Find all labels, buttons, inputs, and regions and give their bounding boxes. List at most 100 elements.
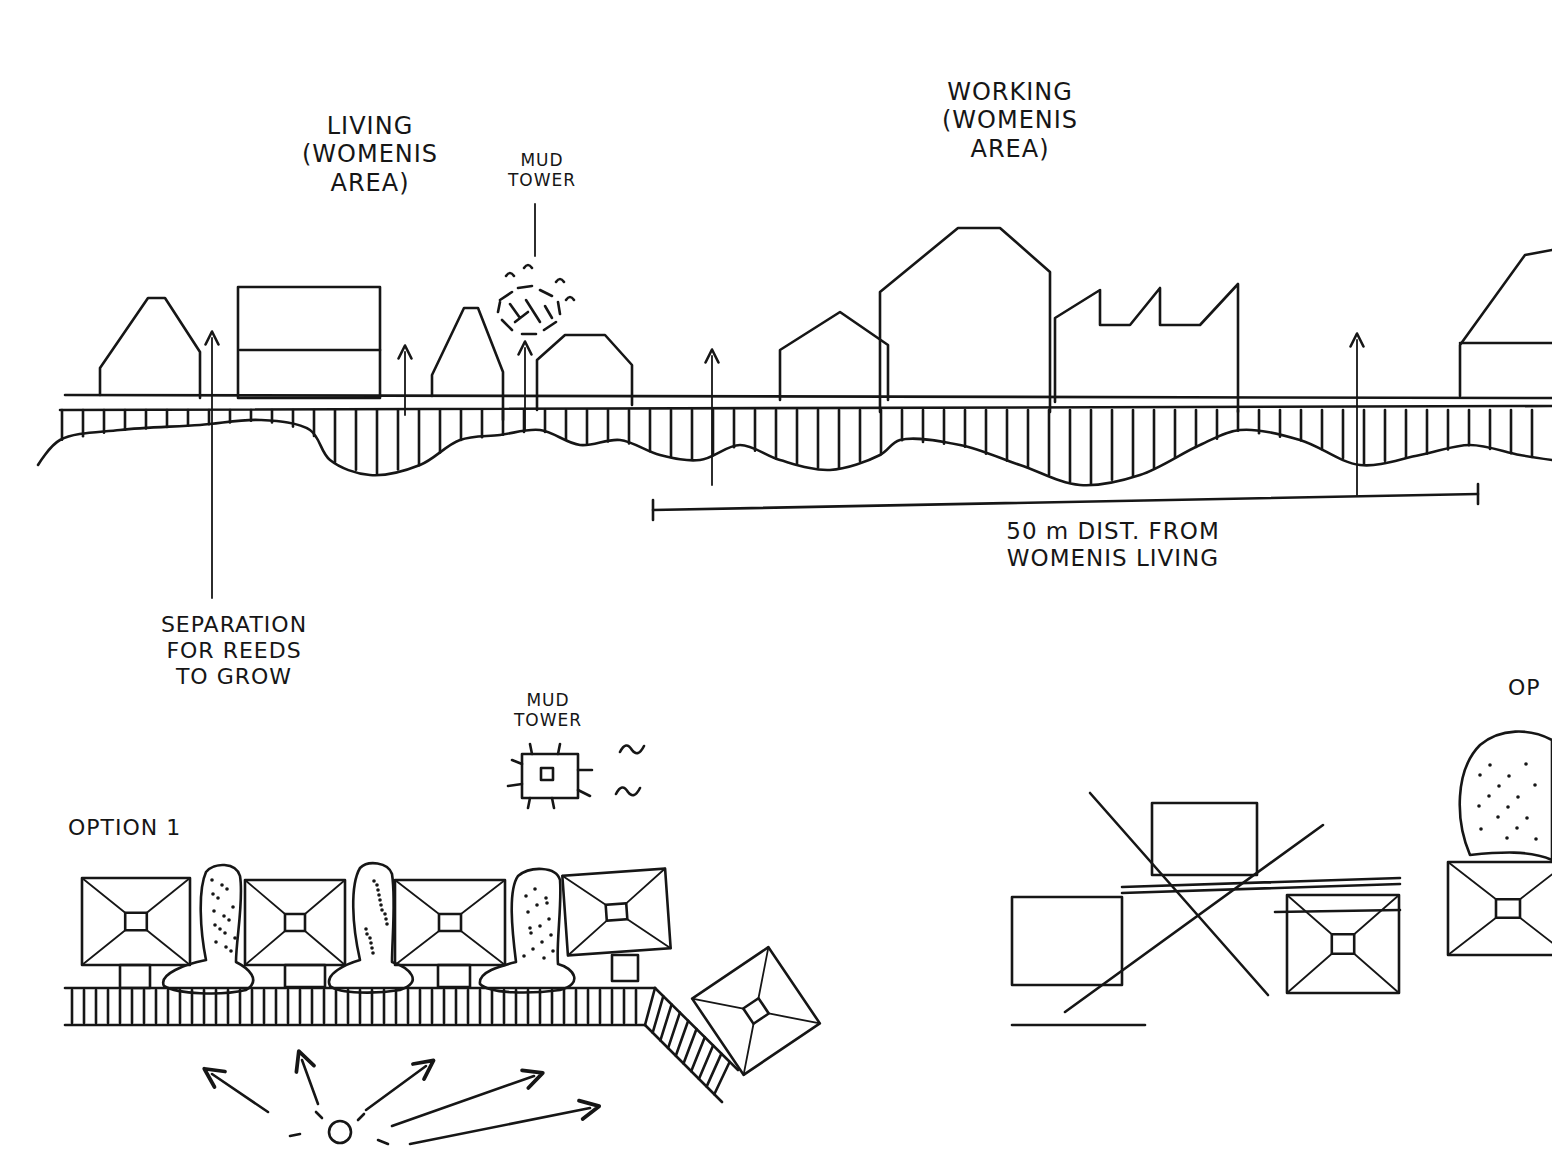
- soil-hatch: [901, 410, 904, 440]
- plan-block: [1152, 803, 1257, 875]
- path-hatch: [275, 990, 278, 1023]
- soil-hatch: [1468, 410, 1471, 445]
- pyramid-roof: [692, 947, 820, 1075]
- stair-hatch: [684, 1029, 697, 1064]
- path-hatch: [167, 990, 170, 1023]
- soil-hatch: [943, 410, 946, 444]
- soil-hatch: [880, 410, 883, 454]
- soil-hatch: [103, 410, 106, 433]
- soil-hatch: [1510, 410, 1513, 453]
- path-hatch: [143, 990, 146, 1023]
- path-hatch: [179, 990, 182, 1023]
- link-block: [120, 965, 150, 988]
- growth-arrow: [711, 356, 713, 485]
- soil-hatch: [1174, 410, 1177, 458]
- reed-dot: [1505, 836, 1509, 840]
- soil-hatch: [355, 410, 358, 470]
- path-hatch: [311, 990, 314, 1023]
- reed-dot: [1477, 804, 1481, 808]
- reed-dot: [384, 917, 388, 921]
- soil-hatch: [1195, 410, 1198, 447]
- pyramid-roof: [1448, 862, 1552, 955]
- path-hatch: [587, 990, 590, 1023]
- path-hatch: [131, 990, 134, 1023]
- reed-dot: [1479, 827, 1483, 831]
- path-hatch: [347, 990, 350, 1023]
- soil-hatch: [649, 410, 652, 451]
- path-hatch: [611, 990, 614, 1023]
- soil-hatch: [187, 410, 190, 426]
- soil-wave: [38, 420, 1552, 485]
- soil-hatch: [208, 410, 211, 424]
- soil-hatch: [1321, 410, 1324, 449]
- path-hatch: [251, 990, 254, 1023]
- soil-hatch: [229, 410, 232, 423]
- soil-hatch: [691, 410, 694, 459]
- reed-dot: [370, 946, 374, 950]
- path-hatch: [323, 990, 326, 1023]
- reed-dot: [378, 898, 382, 902]
- reed-dot: [375, 883, 379, 887]
- reed-dot: [213, 923, 217, 927]
- soil-hatch: [1132, 410, 1135, 476]
- path-hatch: [83, 990, 86, 1023]
- soil-hatch: [922, 410, 925, 442]
- soil-hatch: [817, 410, 820, 468]
- sawtooth-shed: [1055, 284, 1238, 412]
- path-hatch: [635, 990, 638, 1023]
- reed-dot: [377, 893, 381, 897]
- path-hatch: [455, 990, 458, 1023]
- reed-dot: [533, 887, 537, 891]
- reed-dot: [531, 947, 535, 951]
- reed-dot: [380, 908, 384, 912]
- mud-tower-plan: [508, 744, 644, 808]
- soil-hatch: [1048, 410, 1051, 475]
- path-hatch: [491, 990, 494, 1023]
- stair-hatch: [714, 1062, 729, 1095]
- stair-hatch: [668, 1013, 680, 1049]
- reed-dot: [1496, 815, 1500, 819]
- reed-dot: [547, 917, 551, 921]
- soil-hatch: [124, 410, 127, 430]
- reed-dot: [364, 927, 368, 931]
- path-hatch: [155, 990, 158, 1023]
- soil-hatch: [1489, 410, 1492, 449]
- soil-hatch: [1447, 410, 1450, 449]
- reed-dot: [1524, 762, 1528, 766]
- soil-hatch: [586, 410, 589, 444]
- soil-hatch: [439, 410, 442, 453]
- flat-block: [238, 287, 380, 398]
- reed-dot: [368, 936, 372, 940]
- reed-dot: [369, 941, 373, 945]
- leader-arrow: [211, 338, 213, 598]
- soil-hatch: [775, 410, 778, 459]
- reed-dot: [365, 932, 369, 936]
- pyramid-roof: [82, 878, 190, 965]
- edge-house: [1460, 342, 1552, 345]
- reed-dot: [1487, 794, 1491, 798]
- soil-hatch: [1279, 410, 1282, 437]
- dimension-tick: [1477, 484, 1480, 504]
- floor-line: [240, 349, 380, 352]
- reed-dot: [210, 878, 214, 882]
- path-hatch: [539, 990, 542, 1023]
- path-hatch: [359, 990, 362, 1023]
- soil-hatch: [1258, 410, 1261, 433]
- note-label: WORKING (WOMENIS AREA): [915, 78, 1105, 163]
- pyramid-roof: [395, 880, 505, 965]
- small-house: [537, 335, 632, 410]
- reed-dot: [528, 926, 532, 930]
- soil-hatch: [1531, 410, 1534, 457]
- reed-dot: [371, 951, 375, 955]
- path-hatch: [383, 990, 386, 1023]
- path-hatch: [599, 990, 602, 1023]
- note-label: MUD TOWER: [498, 150, 586, 190]
- path-hatch: [203, 990, 206, 1023]
- soil-hatch: [1111, 410, 1114, 480]
- reed-dot: [214, 940, 218, 944]
- reed-dot: [211, 892, 215, 896]
- cross-out: [1065, 825, 1323, 1012]
- soil-hatch: [565, 410, 568, 440]
- path-hatch: [575, 990, 578, 1023]
- path-hatch: [395, 990, 398, 1023]
